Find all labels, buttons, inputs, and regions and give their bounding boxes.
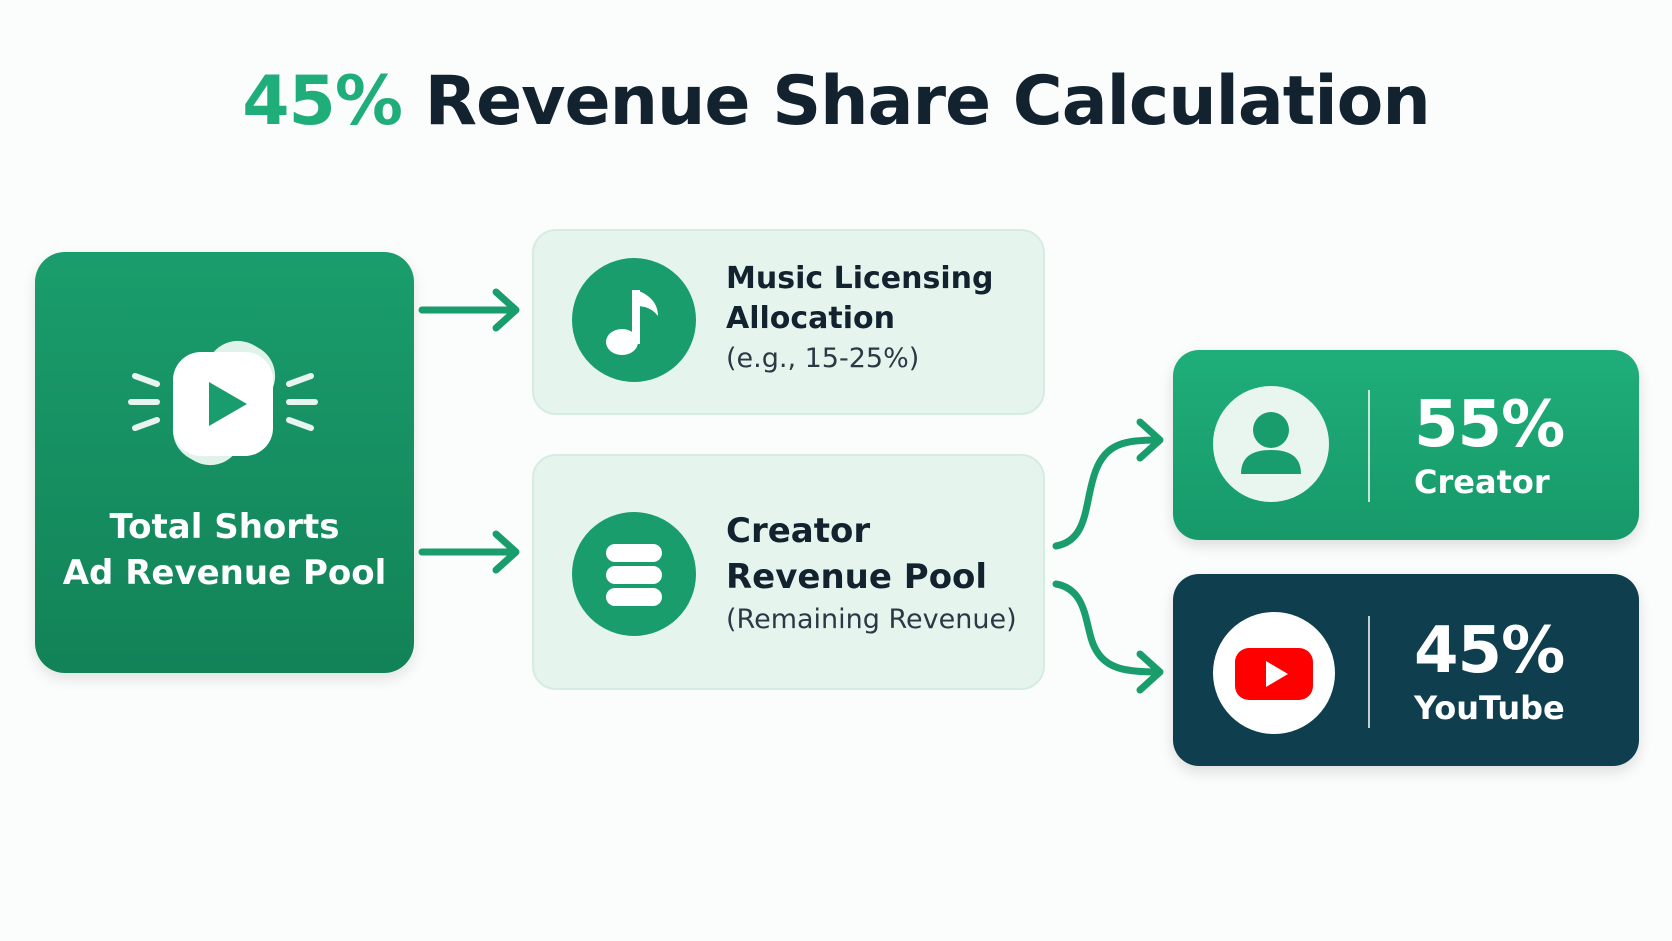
creator-divider (1368, 390, 1370, 502)
music-note-icon (606, 290, 658, 355)
arrow-to-creator (1052, 418, 1164, 550)
person-icon (1241, 412, 1301, 474)
pool-subtitle: (Remaining Revenue) (726, 604, 1017, 635)
title-accent: 45% (242, 62, 403, 141)
youtube-label: YouTube (1414, 689, 1565, 727)
music-licensing-box: Music Licensing Allocation (e.g., 15-25%… (532, 229, 1045, 415)
arrow-to-music (418, 288, 520, 332)
arrow-to-pool (418, 530, 520, 574)
creator-label: Creator (1414, 463, 1550, 501)
music-text: Music Licensing Allocation (e.g., 15-25%… (726, 259, 993, 379)
source-label: Total Shorts Ad Revenue Pool (35, 504, 414, 596)
creator-text: 55% Creator (1414, 388, 1565, 502)
creator-percent: 55% (1414, 388, 1565, 462)
music-title-line1: Music Licensing (726, 261, 994, 296)
music-title-line2: Allocation (726, 301, 896, 336)
youtube-share-box: 45% YouTube (1173, 574, 1639, 766)
total-revenue-pool-box: Total Shorts Ad Revenue Pool (35, 252, 414, 673)
pool-title-line1: Creator (726, 511, 871, 551)
music-icon-circle (572, 258, 696, 382)
creator-icon-circle (1213, 386, 1329, 502)
pool-title-line2: Revenue Pool (726, 557, 988, 597)
creator-share-box: 55% Creator (1173, 350, 1639, 540)
youtube-logo-icon (1235, 648, 1313, 700)
pool-text: Creator Revenue Pool (Remaining Revenue) (726, 508, 1017, 640)
music-subtitle: (e.g., 15-25%) (726, 343, 920, 374)
youtube-percent: 45% (1414, 614, 1565, 688)
title-text: Revenue Share Calculation (401, 62, 1431, 141)
database-stack-icon (606, 544, 662, 606)
youtube-icon-circle (1213, 612, 1335, 734)
youtube-divider (1368, 616, 1370, 728)
youtube-shorts-icon (128, 340, 318, 466)
page-title: 45% Revenue Share Calculation (0, 62, 1672, 141)
source-label-line1: Total Shorts (109, 507, 340, 547)
creator-revenue-pool-box: Creator Revenue Pool (Remaining Revenue) (532, 454, 1045, 690)
pool-icon-circle (572, 512, 696, 636)
arrow-to-youtube (1052, 580, 1164, 694)
youtube-text: 45% YouTube (1414, 614, 1565, 728)
source-label-line2: Ad Revenue Pool (62, 553, 387, 593)
